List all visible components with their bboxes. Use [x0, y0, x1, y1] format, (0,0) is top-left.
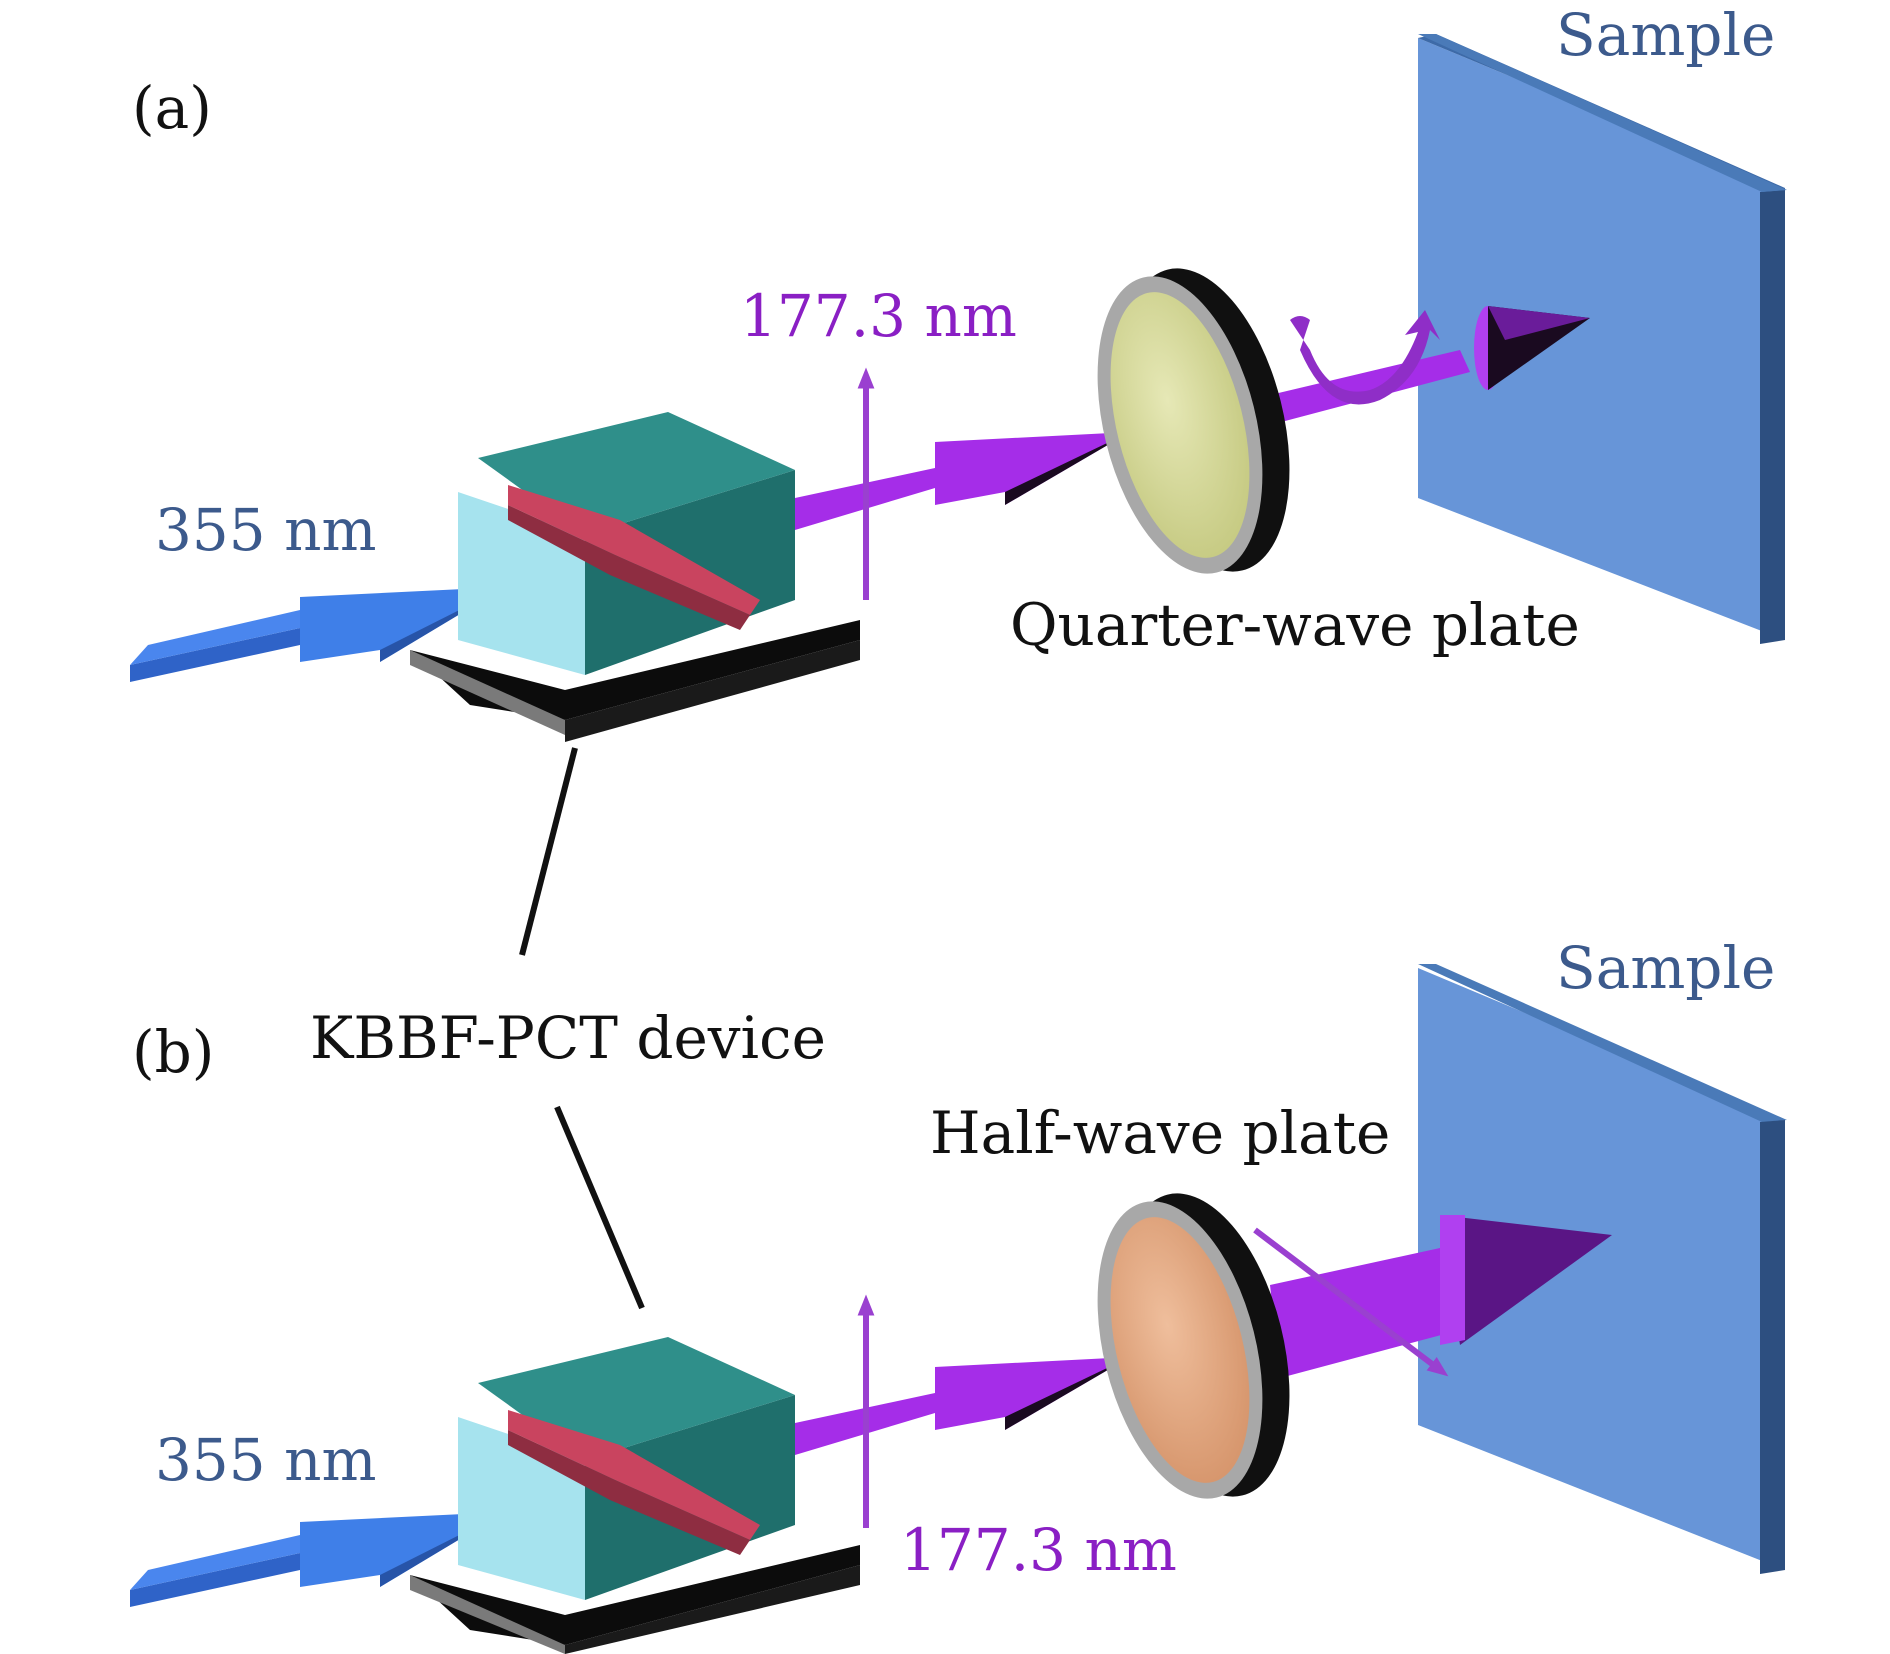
quarter-wave-plate-a — [1097, 268, 1290, 574]
device-leader-line-b — [554, 1105, 645, 1310]
half-wave-plate-label: Half-wave plate — [930, 1099, 1390, 1167]
panel-b — [130, 964, 1787, 1654]
input-wavelength-a-label: 355 nm — [155, 496, 377, 564]
sample-a — [1418, 34, 1787, 644]
quarter-wave-plate-label: Quarter-wave plate — [1010, 591, 1580, 659]
kbbf-crystal-b — [410, 1337, 860, 1654]
sample-b — [1418, 964, 1787, 1574]
panel-a-label: (a) — [132, 74, 212, 142]
panel-a — [130, 34, 1787, 956]
half-wave-plate-b — [1097, 1193, 1290, 1499]
sample-b-label: Sample — [1556, 934, 1775, 1002]
input-beam-a — [130, 587, 505, 682]
kbbf-crystal-a — [410, 412, 860, 742]
output-beam-a — [795, 306, 1590, 530]
rotated-polarization-arrow-b — [1253, 1227, 1449, 1377]
device-leader-line-a — [519, 747, 578, 956]
device-label: KBBF-PCT device — [310, 1004, 826, 1072]
sample-a-label: Sample — [1556, 1, 1775, 69]
panel-b-label: (b) — [132, 1018, 214, 1086]
output-wavelength-b-label: 177.3 nm — [900, 1516, 1177, 1584]
input-wavelength-b-label: 355 nm — [155, 1426, 377, 1494]
output-wavelength-a-label: 177.3 nm — [740, 282, 1017, 350]
circular-polarization-arrow-a — [1290, 310, 1440, 405]
